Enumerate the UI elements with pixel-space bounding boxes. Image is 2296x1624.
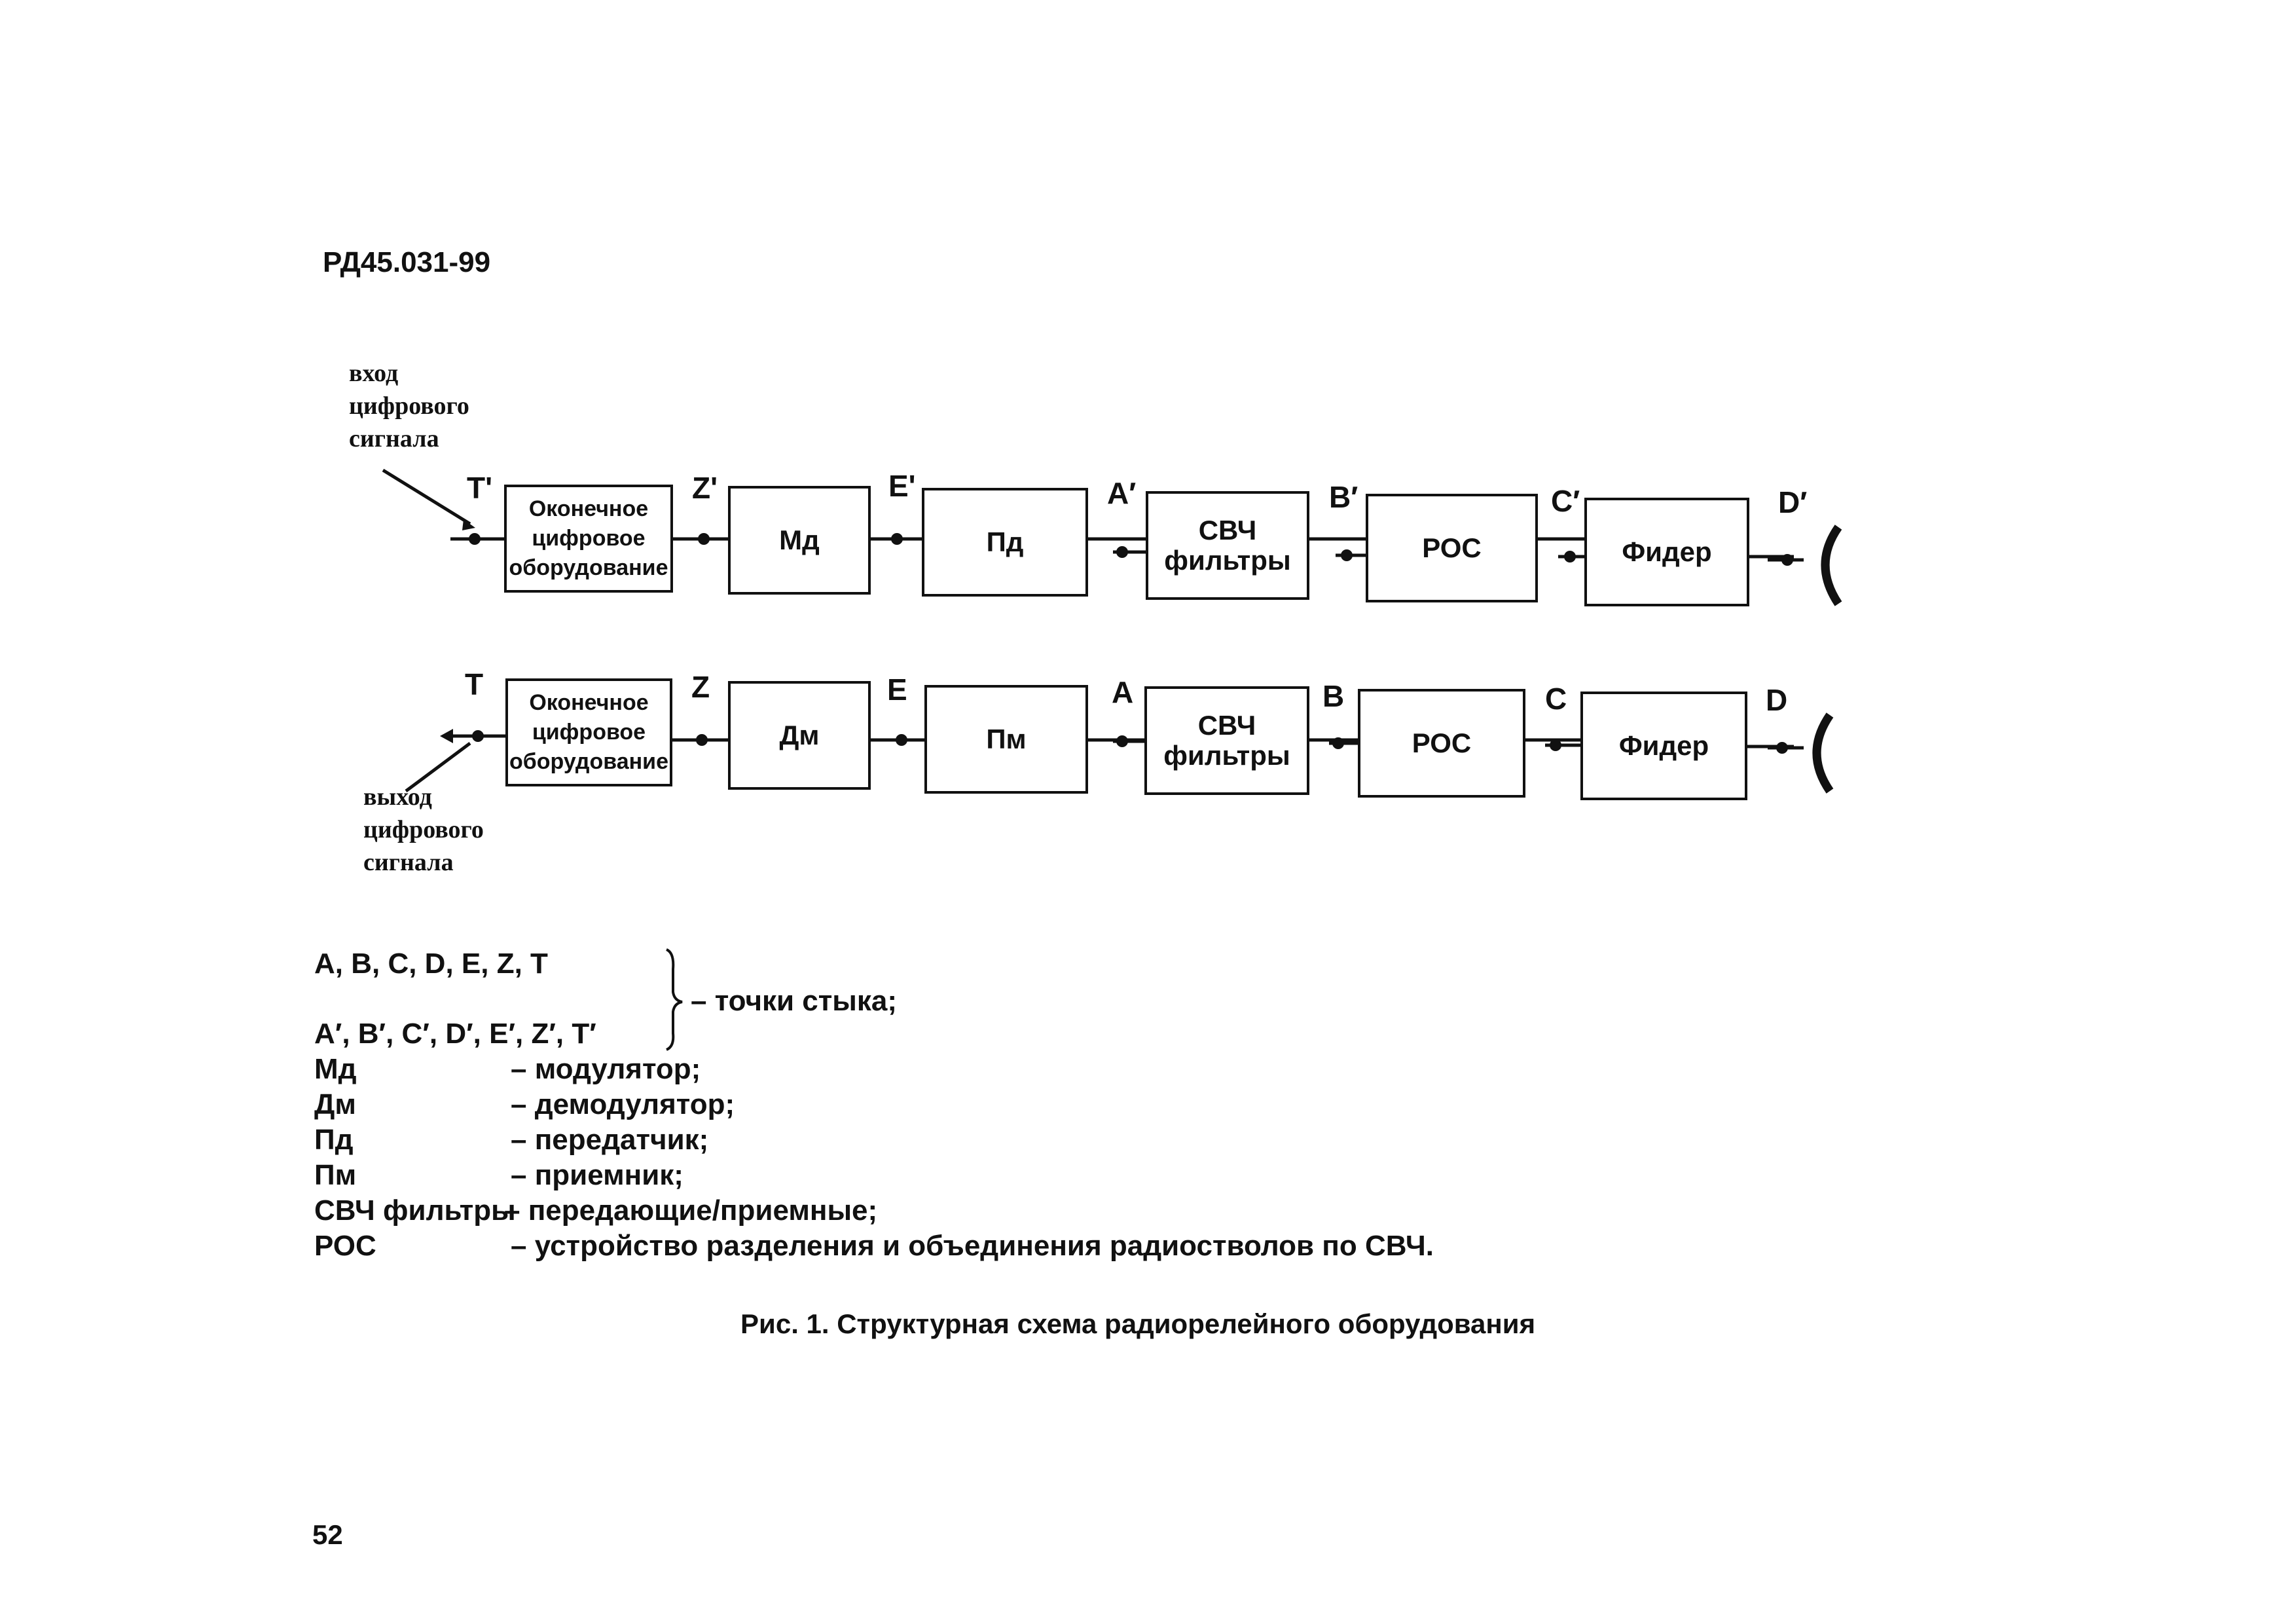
page-number: 52	[312, 1519, 343, 1550]
legend-meaning: – демодулятор;	[511, 1088, 735, 1120]
input-pointer-line	[382, 468, 471, 526]
tx-ros-block: РОС	[1366, 494, 1538, 602]
receiver-block: Пм	[924, 685, 1088, 794]
figure-caption: Рис. 1. Структурная схема радиорелейного…	[740, 1308, 1536, 1339]
output-arrowhead	[440, 729, 453, 743]
legend-brace	[666, 948, 683, 1051]
document-code: РД45.031-99	[323, 246, 491, 278]
tx-point-dot	[698, 533, 710, 545]
legend-term: Мд	[314, 1053, 357, 1085]
rx-antenna-icon	[1812, 712, 1834, 794]
input-label-line: сигнала	[349, 425, 439, 452]
legend-term: Пм	[314, 1159, 357, 1191]
output-label-line: цифрового	[363, 816, 484, 843]
input-label-line: вход	[349, 360, 399, 387]
tx-feeder-block: Фидер	[1584, 498, 1749, 606]
demodulator-block: Дм	[728, 681, 871, 790]
legend-points-meaning: – точки стыка;	[691, 985, 898, 1017]
legend-meaning: – устройство разделения и объединения ра…	[511, 1230, 1434, 1262]
rx-point-dot	[472, 730, 484, 742]
rx-point-label: E	[887, 673, 907, 707]
rx-point-label: C	[1545, 682, 1567, 716]
tx-point-label: Z'	[692, 471, 718, 505]
legend-term: СВЧ фильтры	[314, 1194, 516, 1227]
rx-point-label: T	[465, 667, 484, 701]
input-pointer-arrowhead	[462, 519, 475, 530]
legend-term: Дм	[314, 1088, 356, 1120]
legend-meaning: – передающие/приемные;	[504, 1194, 878, 1227]
legend-points-primed: A′, B′, C′, D′, E′, Z′, T′	[314, 1018, 596, 1050]
input-label-line: цифрового	[349, 392, 469, 420]
rx-feeder-block: Фидер	[1580, 692, 1747, 800]
legend-meaning: – передатчик;	[511, 1124, 709, 1156]
tx-point-label: D′	[1778, 485, 1808, 519]
legend-term: Пд	[314, 1124, 354, 1156]
output-label-line: сигнала	[363, 849, 454, 876]
rx-point-label: A	[1112, 675, 1134, 709]
tx-point-label: C′	[1551, 484, 1580, 518]
legend-points-unprimed: A, B, C, D, E, Z, T	[314, 948, 548, 980]
tx-point-label: B′	[1329, 480, 1358, 514]
rx-point-label: Z	[691, 670, 710, 704]
transmitter-block: Пд	[922, 488, 1088, 597]
output-label-line: выход	[363, 783, 432, 811]
rx-point-label: D	[1766, 683, 1788, 717]
tx-point-dot	[469, 533, 481, 545]
legend-term: РОС	[314, 1230, 376, 1262]
legend-meaning: – приемник;	[511, 1159, 683, 1191]
tx-point-label: E'	[888, 469, 916, 503]
rx-point-dot	[696, 734, 708, 746]
output-signal-label: выход цифрового сигнала	[363, 781, 484, 879]
tx-antenna-icon	[1821, 525, 1842, 606]
input-signal-label: вход цифрового сигнала	[349, 357, 469, 455]
rx-point-label: B	[1322, 679, 1345, 713]
tx-point-label: A′	[1107, 476, 1137, 510]
legend-meaning: – модулятор;	[511, 1053, 701, 1085]
output-pointer-line	[405, 741, 471, 793]
rx-ros-block: РОС	[1358, 689, 1525, 798]
tx-point-dot	[891, 533, 903, 545]
tx-point-label: T'	[467, 471, 493, 505]
modulator-block: Мд	[728, 486, 871, 595]
rx-point-dot	[896, 734, 907, 746]
